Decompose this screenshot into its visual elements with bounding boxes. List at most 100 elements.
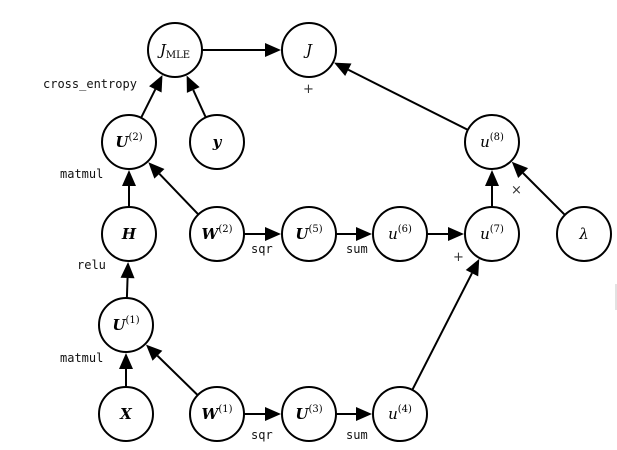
node-circle [372,386,428,442]
arrow-head-icon [485,170,499,186]
edge-lambda-to-u8 [511,161,566,216]
edge-H-to-U2 [122,170,136,207]
node-circle [281,206,337,262]
arrow-head-icon [149,75,163,93]
node-label: u(7) [480,224,504,243]
node-u4: u(4) [372,386,428,442]
node-label: λ [578,225,589,243]
arrow-head-icon [356,227,372,241]
edge-W1-to-U3 [244,407,281,421]
edge-line [156,355,199,396]
node-U2: U(2) [101,114,157,170]
edge-line [347,68,469,131]
op-label-matmul-top: matmul [60,167,103,181]
edges-layer [119,43,566,421]
arrow-head-icon [186,75,200,93]
arrow-head-icon [265,227,281,241]
arrow-head-icon [122,170,136,186]
edge-u8-to-J [334,62,469,131]
node-circle [281,22,337,78]
edge-line [125,277,129,299]
edge-U2-to-JMLE [140,75,163,119]
arrow-head-icon [119,353,133,369]
node-label: X [119,405,133,423]
node-label: U(2) [115,132,142,151]
edge-X-to-U1 [119,353,133,387]
arrow-head-icon [148,162,165,179]
arrow-head-icon [265,407,281,421]
plus-symbol-J: + [303,82,314,97]
node-U1: U(1) [98,297,154,353]
edge-u7-to-u8 [485,170,499,207]
times-symbol-u8: × [511,183,522,198]
edge-line [158,173,200,216]
node-label: U(1) [112,315,139,334]
node-lambda: λ [556,206,612,262]
node-circle [372,206,428,262]
arrow-head-icon [511,161,529,179]
node-W1: W(1) [189,386,245,442]
node-U3: U(3) [281,386,337,442]
edge-line [192,89,207,118]
node-H: H [101,206,157,262]
node-circle [189,206,245,262]
node-circle [189,386,245,442]
arrow-head-icon [120,261,135,279]
node-label: y [212,133,223,151]
node-circle [147,22,203,78]
nodes-layer: JMLE J U(2) y u(8) H W(2) U(5) u(6) u(7) λU(1) X W(1… [98,22,612,442]
edge-line [522,172,566,216]
edge-W2-to-U5 [244,227,281,241]
node-circle [98,386,154,442]
edge-JMLE-to-J [202,43,281,57]
arrow-head-icon [146,344,163,361]
edge-u6-to-u7 [427,227,464,241]
edge-U1-to-H [120,261,135,299]
op-label-matmul-bottom: matmul [60,351,103,365]
edge-U5-to-u6 [336,227,372,241]
op-label-sum-bottom: sum [346,428,368,442]
node-U5: U(5) [281,206,337,262]
node-label: W(1) [201,404,232,423]
node-label: U(3) [295,404,322,423]
op-label-sqr-bottom: sqr [251,428,273,442]
node-label: J [303,41,313,59]
node-label: U(5) [295,224,322,243]
node-JMLE: JMLE [147,22,203,78]
node-u6: u(6) [372,206,428,262]
arrow-head-icon [465,258,480,277]
node-circle [101,206,157,262]
node-W2: W(2) [189,206,245,262]
plus-symbol-u7: + [453,250,464,265]
node-u7: u(7) [464,206,520,262]
node-circle [464,206,520,262]
arrow-head-icon [334,62,352,77]
edge-W2-to-U2 [148,162,200,216]
node-J: J [281,22,337,78]
node-label: u(6) [388,224,412,243]
node-label: JMLE [157,41,190,61]
node-circle [101,114,157,170]
edge-W1-to-U1 [146,344,199,396]
node-label: u(8) [480,132,504,151]
edge-line [411,272,473,391]
node-label: u(4) [388,404,412,423]
edge-U3-to-u4 [336,407,372,421]
node-circle [281,386,337,442]
arrow-head-icon [356,407,372,421]
node-label: H [121,225,137,243]
node-X: X [98,386,154,442]
edge-u4-to-u7 [411,258,480,391]
op-label-cross-entropy: cross_entropy [43,77,137,91]
node-circle [556,206,612,262]
node-circle [189,114,245,170]
node-circle [98,297,154,353]
op-label-sum-top: sum [346,242,368,256]
arrow-head-icon [265,43,281,57]
edge-line [140,88,157,119]
node-circle [464,114,520,170]
op-label-relu: relu [77,258,106,272]
node-y: y [189,114,245,170]
edge-y-to-JMLE [186,75,207,118]
